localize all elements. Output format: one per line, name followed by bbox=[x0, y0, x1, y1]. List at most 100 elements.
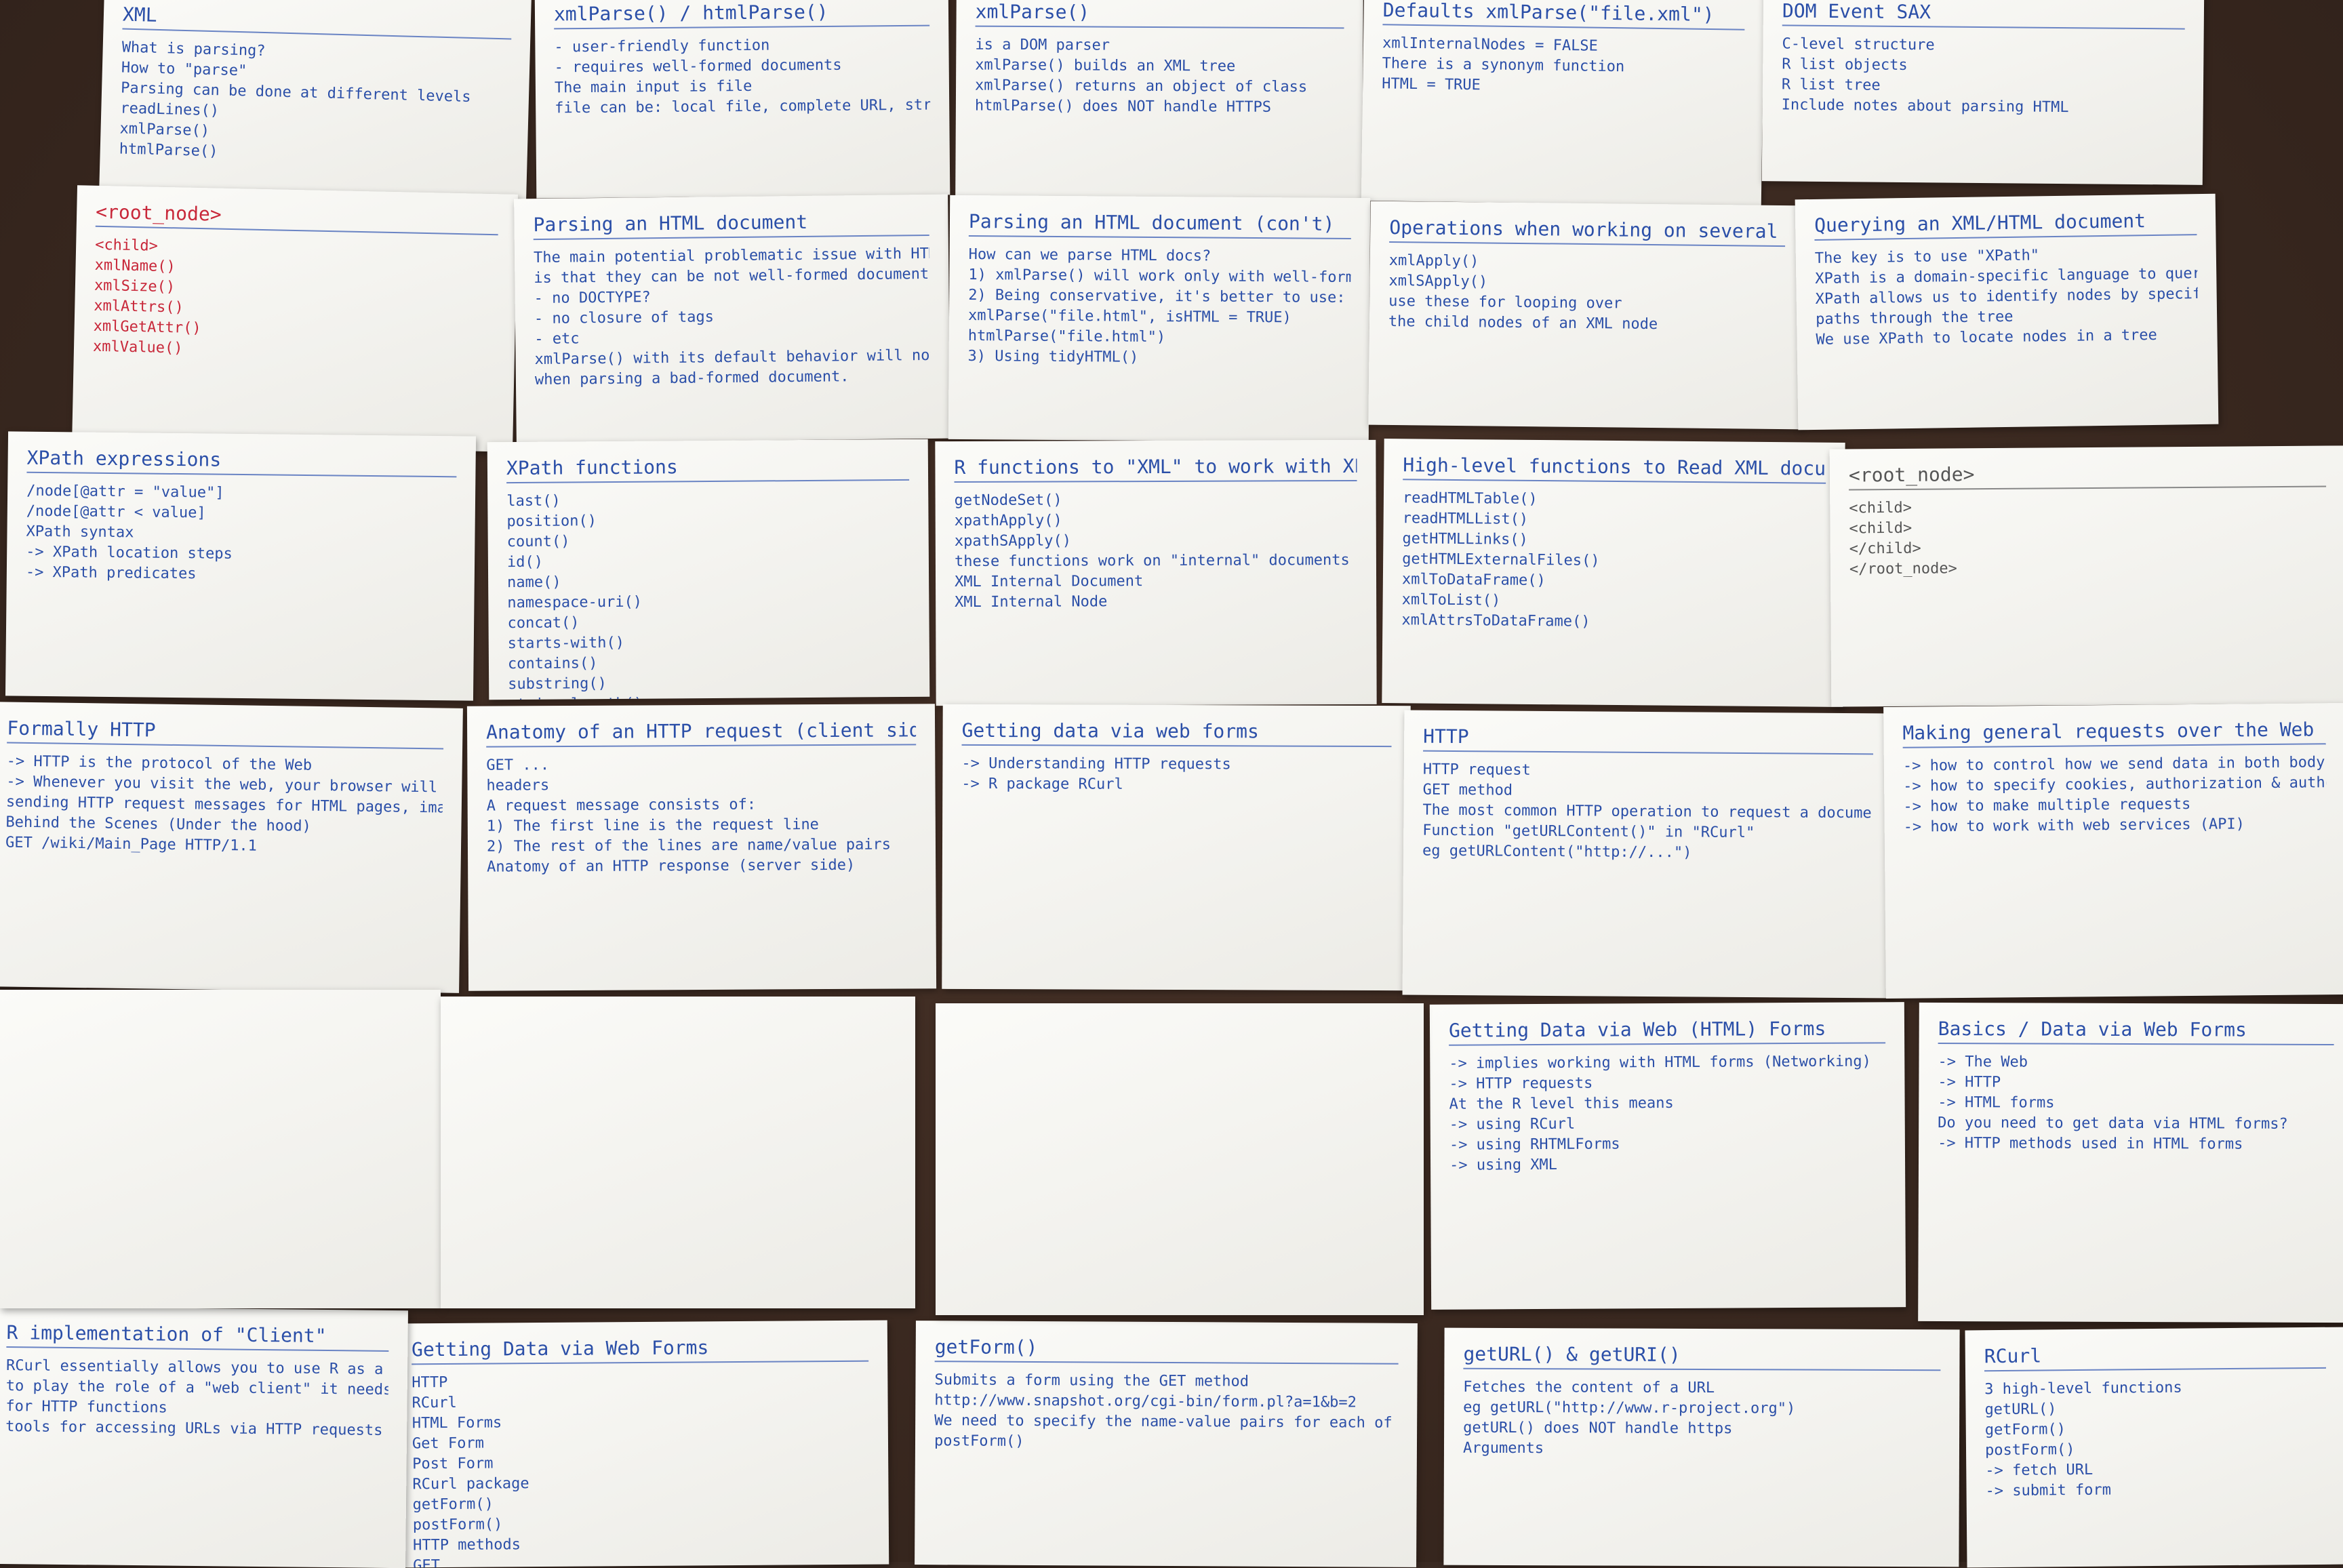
sheet-line: -> how to specify cookies, authorization… bbox=[1903, 773, 2327, 795]
sheet-line: RCurl package bbox=[412, 1475, 529, 1493]
sheet-title: getURL() & getURI() bbox=[1463, 1342, 1941, 1371]
sheet-line: HTTP request bbox=[1422, 761, 1531, 779]
sheet-line: count() bbox=[506, 533, 570, 551]
sheet-line: contains() bbox=[507, 655, 598, 673]
sheet-line: substring() bbox=[508, 675, 607, 693]
sheet-line: id() bbox=[506, 553, 543, 571]
note-sheet: Defaults xmlParse("file.xml")xmlInternal… bbox=[1361, 0, 1765, 207]
sheet-title: xmlParse() / htmlParse() bbox=[553, 0, 930, 30]
sheet-line: Submits a form using the GET method bbox=[934, 1371, 1249, 1390]
sheet-line: RCurl bbox=[412, 1394, 457, 1412]
note-sheet: Getting Data via Web (HTML) Forms -> impl… bbox=[1429, 1002, 1906, 1310]
note-sheet-rotated-text bbox=[936, 1003, 1424, 1315]
note-sheet: getURL() & getURI() Fetches the content o… bbox=[1443, 1327, 1960, 1567]
sheet-line: A request message consists of: bbox=[486, 796, 757, 815]
sheet-title: Getting Data via Web (HTML) Forms bbox=[1448, 1017, 1886, 1046]
sheet-line: namespace-uri() bbox=[507, 593, 643, 612]
sheet-line: last() bbox=[506, 492, 561, 510]
sheet-line: The most common HTTP operation to reques… bbox=[1422, 801, 1873, 822]
sheet-line: How can we parse HTML docs? bbox=[968, 246, 1211, 265]
sheet-line: </child> bbox=[1849, 540, 1921, 558]
sheet-title: XPath functions bbox=[506, 454, 910, 484]
sheet-line: file can be: local file, complete URL, s… bbox=[555, 96, 931, 117]
sheet-line: 2) The rest of the lines are name/value … bbox=[486, 836, 892, 856]
note-sheet: getForm()Submits a form using the GET me… bbox=[915, 1321, 1418, 1567]
sheet-line: -> using RCurl bbox=[1449, 1115, 1576, 1133]
sheet-line: <child> bbox=[1849, 499, 1913, 517]
sheet-line: xpathApply() bbox=[954, 512, 1062, 530]
sheet-line: getForm() bbox=[1984, 1421, 2066, 1439]
sheet-line: http://www.snapshot.org/cgi-bin/form.pl?… bbox=[934, 1392, 1357, 1411]
rotated-notes bbox=[963, 1033, 1033, 1295]
sheet-line: </root_node> bbox=[1849, 560, 1957, 578]
sheet-line: Function "getURLContent()" in "RCurl" bbox=[1422, 822, 1755, 842]
sheet-title: HTTP bbox=[1423, 725, 1874, 755]
sheet-title: Operations when working on several Nodes bbox=[1389, 216, 1786, 247]
sheet-line: the child nodes of an XML node bbox=[1388, 313, 1658, 334]
sheet-line: xmlParse("file.html", isHTML = TRUE) bbox=[967, 307, 1291, 327]
sheet-line: GET ... bbox=[486, 757, 550, 774]
sheet-line: We need to specify the name-value pairs … bbox=[934, 1412, 1398, 1432]
sheet-line: postForm() bbox=[1984, 1441, 2075, 1460]
sheet-line: Fetches the content of a URL bbox=[1463, 1378, 1715, 1397]
sheet-title: <root_node> bbox=[1848, 460, 2327, 491]
note-sheet: XPath expressions/node[@attr = "value"]/… bbox=[5, 431, 477, 701]
note-sheet-rotated-text bbox=[441, 997, 915, 1308]
sheet-title: Anatomy of an HTTP request (client side) bbox=[486, 719, 917, 748]
sheet-line: getURL() does NOT handle https bbox=[1463, 1419, 1733, 1438]
sheet-line: getForm() bbox=[412, 1495, 494, 1514]
note-sheet: Getting data via web forms -> Understandi… bbox=[942, 704, 1411, 991]
note-sheet: Formally HTTP-> HTTP is the protocol of … bbox=[0, 702, 463, 993]
rotated-notes bbox=[27, 1020, 99, 1288]
sheet-line: eg getURLContent("http://...") bbox=[1422, 842, 1692, 862]
note-sheet-rotated-text bbox=[0, 990, 441, 1308]
sheet-title: RCurl bbox=[1984, 1342, 2326, 1372]
sheet-line: -> using XML bbox=[1449, 1156, 1558, 1174]
sheet-line: name() bbox=[507, 574, 561, 592]
sheet-title: Basics / Data via Web Forms bbox=[1938, 1017, 2334, 1046]
sheet-line: - requires well-formed documents bbox=[554, 56, 842, 77]
sheet-line: 2) Being conservative, it's better to us… bbox=[968, 287, 1346, 306]
sheet-line: 3) Using tidyHTML() bbox=[967, 348, 1139, 366]
sheet-title: <root_node> bbox=[95, 200, 499, 236]
sheet-line: Get Form bbox=[412, 1434, 485, 1453]
sheet-line: HTTP bbox=[412, 1373, 448, 1392]
sheet-title: R functions to "XML" to work with XPath bbox=[954, 454, 1357, 483]
sheet-line: -> how to work with web services (API) bbox=[1903, 816, 2245, 836]
sheet-line: xmlParse() builds an XML tree bbox=[975, 56, 1236, 75]
sheet-line: -> fetch URL bbox=[1985, 1461, 2094, 1480]
sheet-line: xmlParse() with its default behavior wil… bbox=[534, 346, 931, 369]
sheet-line: 1) The first line is the request line bbox=[486, 816, 819, 835]
sheet-line: Post Form bbox=[412, 1455, 494, 1473]
sheet-line: Anatomy of an HTTP response (server side… bbox=[487, 856, 856, 876]
sheet-line: 1) xmlParse() will work only with well-f… bbox=[968, 266, 1351, 287]
sheet-title: Formally HTTP bbox=[7, 717, 444, 750]
sheet-line: HTML Forms bbox=[412, 1414, 502, 1432]
sheet-line: concat() bbox=[507, 614, 580, 632]
sheet-line: At the R level this means bbox=[1449, 1094, 1674, 1113]
sheet-line: starts-with() bbox=[507, 634, 625, 653]
note-sheet: <root_node><child>xmlName()xmlSize()xmlA… bbox=[72, 185, 518, 452]
sheet-line: -> implies working with HTML forms (Netw… bbox=[1449, 1053, 1871, 1072]
sheet-title: R implementation of "Client" bbox=[6, 1321, 389, 1352]
sheet-line: HTTP methods bbox=[412, 1536, 521, 1554]
sheet-line: GET method bbox=[1422, 781, 1513, 799]
sheet-line: when parsing a bad-formed document. bbox=[534, 368, 849, 389]
sheet-line: xmlAttrsToDataFrame() bbox=[1401, 611, 1590, 630]
sheet-title: XPath expressions bbox=[26, 446, 457, 478]
sheet-line: is a DOM parser bbox=[975, 36, 1110, 54]
sheet-line: eg getURL("http://www.r-project.org") bbox=[1463, 1399, 1796, 1418]
sheet-line: -> Understanding HTTP requests bbox=[961, 755, 1231, 773]
sheet-title: Parsing an HTML document bbox=[533, 209, 929, 241]
sheet-line: -> HTTP requests bbox=[1449, 1074, 1593, 1093]
sheet-title: Defaults xmlParse("file.xml") bbox=[1382, 0, 1745, 31]
sheet-line: Arguments bbox=[1462, 1439, 1544, 1458]
sheet-title: Getting data via web forms bbox=[961, 719, 1392, 748]
